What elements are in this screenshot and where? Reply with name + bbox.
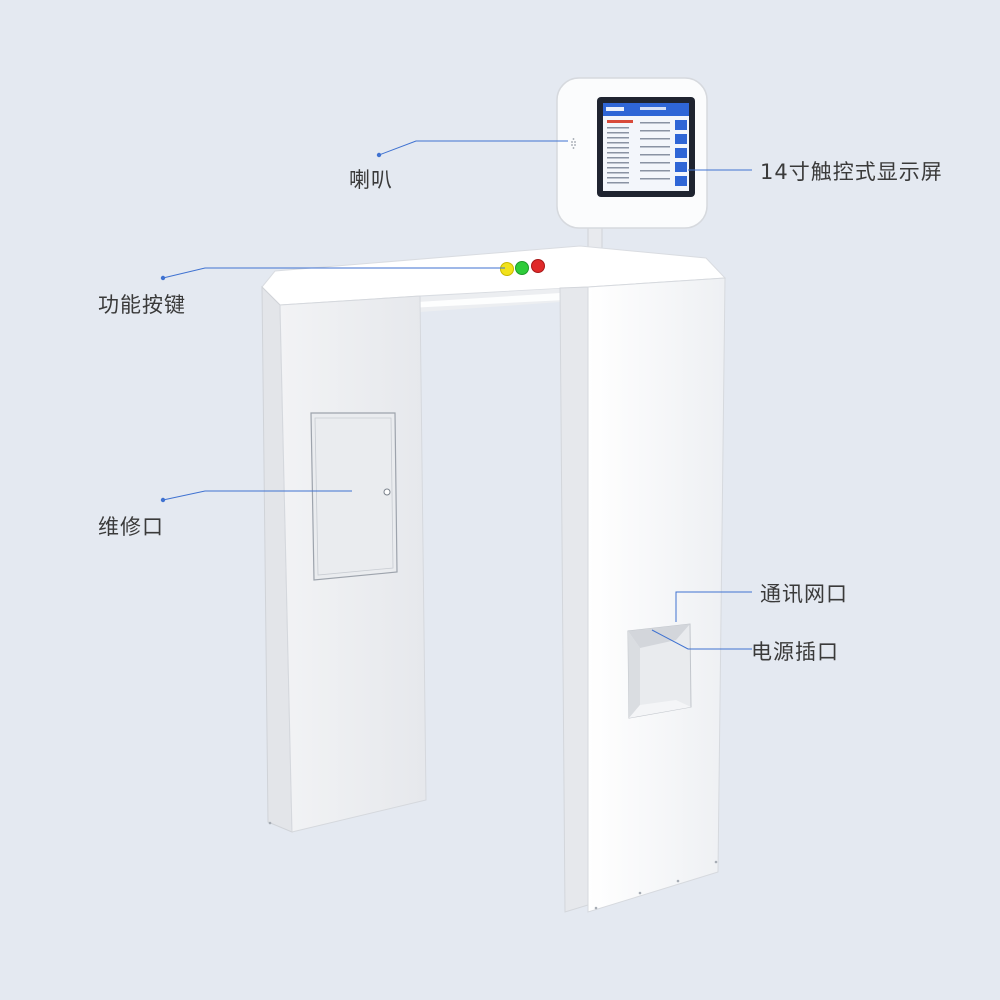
speaker-grille-icon: [571, 138, 576, 149]
yellow-button-icon[interactable]: [500, 262, 514, 276]
speaker-callout: 喇叭: [349, 168, 393, 192]
leader-lines: [162, 140, 752, 650]
right-pillar-side: [559, 286, 589, 913]
touch-display[interactable]: [556, 77, 708, 229]
green-button-icon[interactable]: [515, 261, 529, 275]
function-buttons[interactable]: [500, 259, 545, 276]
function-keys-callout: 功能按键: [98, 293, 186, 317]
leader-dots: [160, 152, 382, 503]
power-socket-callout: 电源插口: [751, 640, 839, 664]
display-callout: 14寸触控式显示屏: [760, 160, 943, 184]
red-button-icon[interactable]: [531, 259, 545, 273]
maintenance-port-callout: 维修口: [98, 515, 164, 539]
port-recess[interactable]: [627, 623, 692, 719]
right-pillar-front: [587, 277, 726, 913]
screw-icons: [268, 821, 718, 910]
network-port-callout: 通讯网口: [760, 582, 848, 606]
keyhole-icon[interactable]: [383, 488, 391, 496]
maintenance-door[interactable]: [310, 412, 398, 581]
